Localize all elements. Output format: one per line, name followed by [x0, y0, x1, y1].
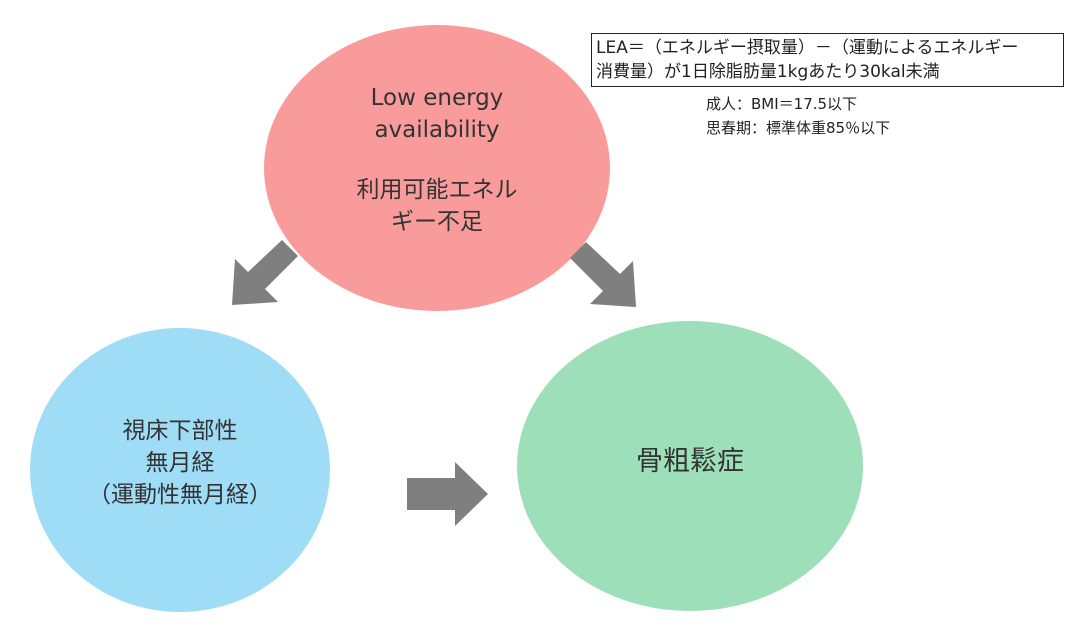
amenorrhea-circle [30, 328, 330, 612]
arrow-amenorrhea-to-osteoporosis [407, 462, 488, 526]
definition-line2: 消費量）が1日除脂肪量1kgあたり30kal未満 [596, 62, 940, 82]
criteria-adolescent: 思春期：標準体重85％以下 [706, 119, 891, 137]
arrow-lea-to-amenorrhea [232, 240, 298, 305]
lea-label-ja2: ギー不足 [391, 209, 483, 235]
amenorrhea-line3: （運動性無月経） [88, 482, 272, 508]
criteria-adult: 成人：BMI＝17.5以下 [706, 95, 858, 113]
amenorrhea-line2: 無月経 [145, 450, 215, 476]
osteoporosis-circle [517, 321, 863, 611]
lea-label: Low energy availability 利用可能エネル ギー不足 [317, 82, 557, 238]
lea-label-en1: Low energy [370, 85, 504, 111]
lea-circle [264, 25, 610, 311]
lea-definition-box: LEA＝（エネルギー摂取量）－（運動によるエネルギー 消費量）が1日除脂肪量1k… [591, 33, 1064, 87]
criteria-note: 成人：BMI＝17.5以下 思春期：標準体重85％以下 [706, 92, 890, 140]
lea-label-en2: availability [374, 117, 500, 143]
amenorrhea-label: 視床下部性 無月経 （運動性無月経） [60, 415, 300, 511]
lea-label-ja1: 利用可能エネル [356, 177, 518, 203]
definition-line1: LEA＝（エネルギー摂取量）－（運動によるエネルギー [596, 38, 1019, 58]
amenorrhea-line1: 視床下部性 [122, 418, 238, 444]
osteoporosis-label: 骨粗鬆症 [636, 446, 744, 477]
arrow-lea-to-osteoporosis [570, 242, 636, 307]
